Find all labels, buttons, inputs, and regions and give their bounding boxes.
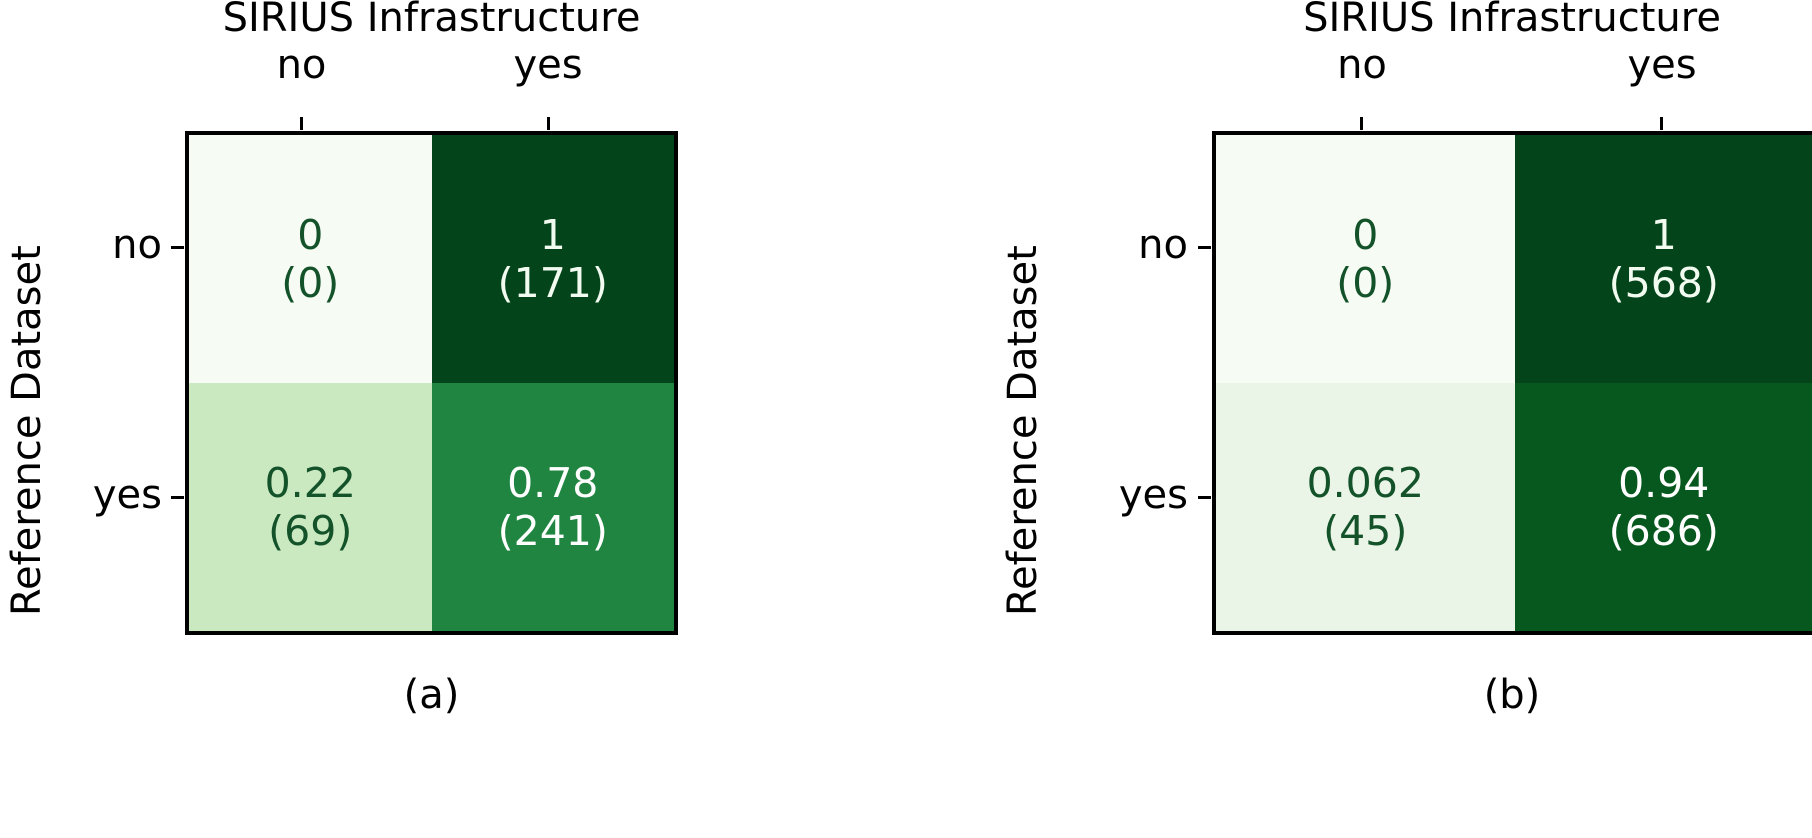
- panel-a-cell-yes-no: 0.22 (69): [189, 383, 432, 631]
- cell-count: (686): [1608, 507, 1719, 555]
- cell-count: (568): [1608, 259, 1719, 307]
- cell-value: 0: [297, 210, 324, 259]
- panel-a-cell-yes-yes: 0.78 (241): [431, 383, 674, 631]
- panel-b-row-axis-title: Reference Dataset: [1000, 245, 1046, 616]
- panel-a-row-tickmark-yes: [171, 496, 184, 499]
- cell-count: (45): [1323, 507, 1408, 555]
- cell-value: 0.22: [264, 458, 356, 507]
- cell-value: 0.062: [1306, 458, 1424, 507]
- panel-b-column-tick-yes: yes: [1627, 42, 1697, 88]
- cell-value: 1: [539, 210, 566, 259]
- panel-a-cell-no-yes: 1 (171): [431, 135, 674, 383]
- panel-a-column-tickmark-yes: [547, 117, 550, 130]
- panel-a-row-tick-yes: yes: [92, 472, 162, 518]
- panel-b-column-tickmark-no: [1360, 117, 1363, 130]
- panel-a-row-axis-title: Reference Dataset: [4, 245, 50, 616]
- panel-b-heatmap: 0 (0) 1 (568) 0.062 (45) 0.94 (686): [1212, 131, 1812, 635]
- panel-b-row-tick-no: no: [1138, 222, 1188, 268]
- cell-count: (241): [497, 507, 608, 555]
- panel-b-column-tick-no: no: [1337, 42, 1387, 88]
- panel-a: SIRIUS Infrastructure no yes Reference D…: [4, 0, 678, 718]
- panel-b-column-axis-title: SIRIUS Infrastructure: [1303, 0, 1721, 41]
- panel-a-column-tickmark-no: [300, 117, 303, 130]
- panel-b-cell-yes-yes: 0.94 (686): [1514, 383, 1812, 631]
- panel-b-cell-no-yes: 1 (568): [1514, 135, 1812, 383]
- cell-count: (0): [1336, 259, 1395, 307]
- cell-count: (0): [281, 259, 340, 307]
- cell-value: 1: [1650, 210, 1677, 259]
- panel-b: SIRIUS Infrastructure no yes Reference D…: [906, 0, 1812, 838]
- panel-b-row-tickmark-yes: [1198, 496, 1211, 499]
- panel-b-row-tick-yes: yes: [1118, 472, 1188, 518]
- panel-a-row-tick-no: no: [112, 222, 162, 268]
- panel-b-cell-no-no: 0 (0): [1216, 135, 1515, 383]
- panel-a-column-axis-title: SIRIUS Infrastructure: [222, 0, 641, 41]
- cell-count: (69): [268, 507, 353, 555]
- cell-count: (171): [497, 259, 608, 307]
- panel-a-cell-no-no: 0 (0): [189, 135, 432, 383]
- cell-value: 0: [1352, 210, 1379, 259]
- panel-a-column-tick-no: no: [276, 42, 327, 88]
- panel-b-subcaption: (b): [1483, 672, 1541, 718]
- panel-b-row-tickmark-no: [1198, 246, 1211, 249]
- panel-b-column-tickmark-yes: [1660, 117, 1663, 130]
- panel-a-row-tickmark-no: [171, 246, 184, 249]
- panel-a-heatmap: 0 (0) 1 (171) 0.22 (69) 0.78 (241): [185, 131, 678, 635]
- panel-a-subcaption: (a): [403, 672, 460, 718]
- panel-a-column-tick-yes: yes: [513, 42, 583, 88]
- cell-value: 0.78: [507, 458, 599, 507]
- panel-b-cell-yes-no: 0.062 (45): [1216, 383, 1515, 631]
- cell-value: 0.94: [1618, 458, 1710, 507]
